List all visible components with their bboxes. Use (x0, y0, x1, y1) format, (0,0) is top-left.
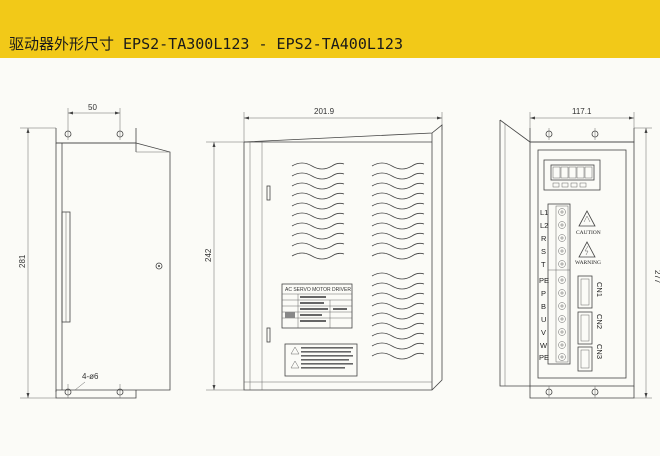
page-title: 驱动器外形尺寸 EPS2-TA300L123 - EPS2-TA400L123 (9, 35, 403, 53)
terminal-label-pe-2: PE (539, 353, 549, 362)
warning-plate (284, 343, 358, 377)
cn3-connector (577, 346, 593, 372)
front-width-dim: 201.9 (314, 107, 335, 116)
panel-width-dim: 117.1 (572, 107, 592, 116)
terminal-label-w: W (540, 341, 548, 350)
front-height-dim: 242 (204, 248, 213, 262)
cn2-connector (577, 311, 593, 345)
cn2-label: CN2 (595, 314, 604, 329)
cn1-connector (577, 275, 593, 309)
cn3-label: CN3 (595, 344, 604, 359)
display-button-1[interactable] (552, 182, 560, 188)
terminal-label-l2: L2 (540, 221, 548, 230)
terminal-block (547, 203, 571, 365)
terminal-label-pe-1: PE (539, 276, 549, 285)
front-view: 201.9 (204, 107, 443, 391)
warning-icon (578, 241, 596, 258)
terminal-label-v: V (541, 328, 546, 337)
side-view: 50 4-ø6 281 (18, 103, 171, 399)
caution-icon (578, 210, 596, 227)
terminal-label-u: U (541, 315, 546, 324)
terminal-screws (558, 208, 566, 361)
terminal-label-l1: L1 (540, 208, 548, 217)
display-button-3[interactable] (570, 182, 578, 188)
display-button-2[interactable] (561, 182, 569, 188)
nameplate-header: AC SERVO MOTOR DRIVER (285, 287, 351, 293)
warning-label: WARNING (575, 260, 601, 266)
terminal-label-p: P (541, 289, 546, 298)
display-button-4[interactable] (579, 182, 587, 188)
display-window (543, 159, 601, 191)
title-bar: 驱动器外形尺寸 EPS2-TA300L123 - EPS2-TA400L123 (0, 0, 660, 58)
panel-view: 117.1 (499, 107, 660, 399)
terminal-label-t: T (541, 260, 546, 269)
cn1-label: CN1 (595, 282, 604, 297)
terminal-label-s: S (541, 247, 546, 256)
side-height-dim: 281 (18, 254, 27, 268)
hole-label: 4-ø6 (82, 372, 99, 381)
caution-label: CAUTION (576, 230, 601, 236)
side-width-dim: 50 (88, 103, 97, 112)
panel-height-dim: 277 (653, 270, 660, 284)
terminal-label-b: B (541, 302, 546, 311)
terminal-label-r: R (541, 234, 547, 243)
